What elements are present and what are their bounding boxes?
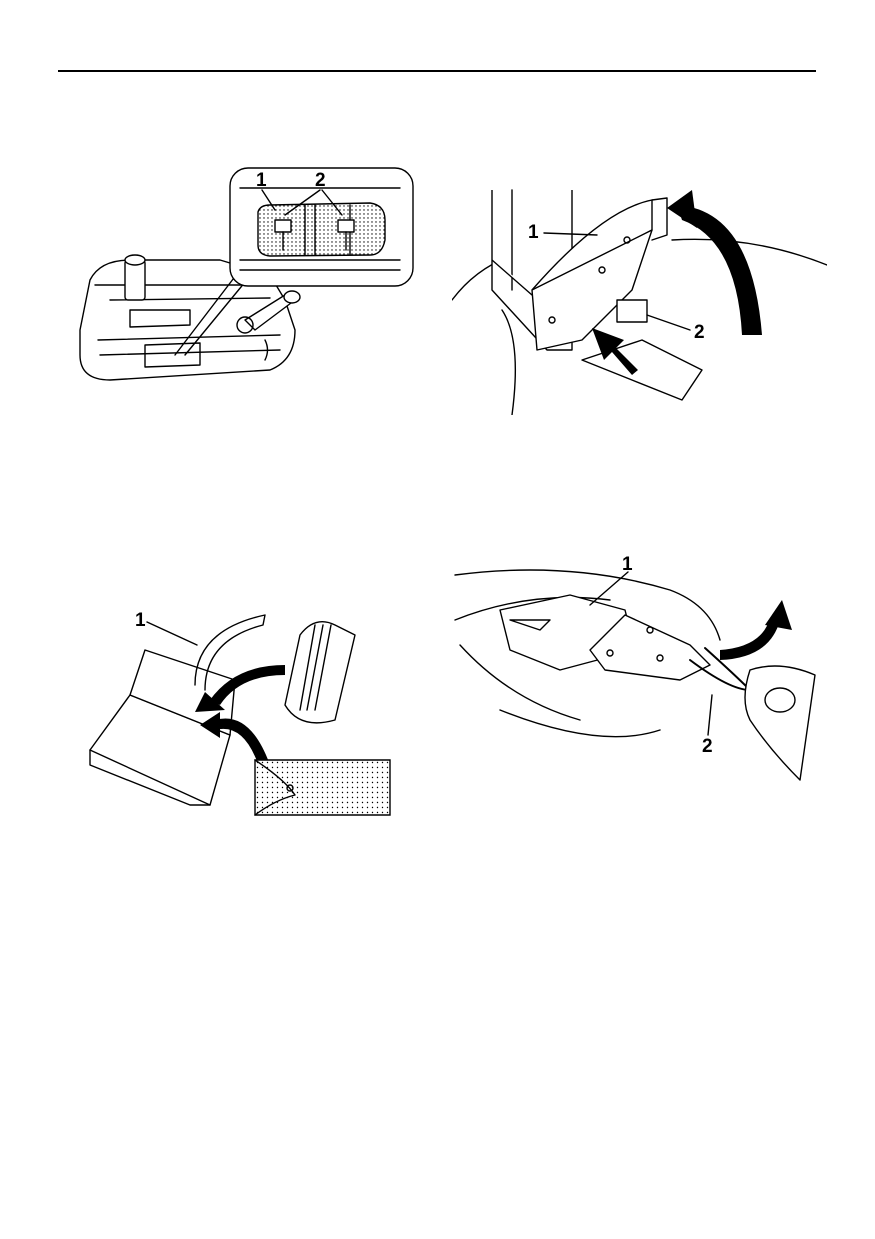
callout-1: 1 (622, 554, 633, 575)
callout-1: 1 (135, 610, 146, 631)
callout-2: 2 (315, 170, 326, 191)
callout-1: 1 (528, 222, 539, 243)
figure-strap-pull: 1 2 (450, 550, 825, 785)
header-rule (58, 70, 816, 72)
figure-seat-underside: 1 2 (70, 160, 420, 395)
callout-2: 2 (702, 736, 713, 757)
callout-2: 2 (694, 322, 705, 343)
figure-insert-fold: 1 (85, 600, 405, 825)
figure-frame-lift: 1 2 (452, 180, 827, 415)
callout-1: 1 (256, 170, 267, 191)
